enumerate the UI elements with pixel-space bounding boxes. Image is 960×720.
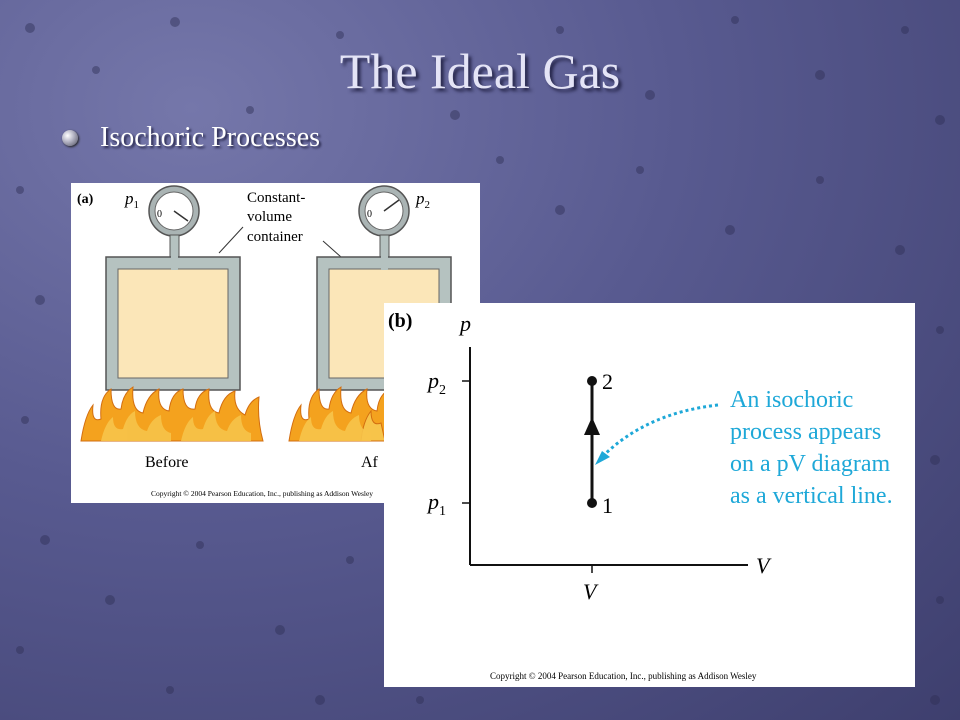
figure-a-panel-label: (a) bbox=[77, 192, 94, 207]
figure-a-copyright: Copyright © 2004 Pearson Education, Inc.… bbox=[151, 489, 373, 498]
svg-text:process appears: process appears bbox=[730, 419, 881, 445]
annotation-text: An isochoric process appears on a pV dia… bbox=[730, 387, 893, 509]
svg-text:An isochoric: An isochoric bbox=[730, 387, 853, 413]
tick-label-p1: p1 bbox=[426, 489, 446, 519]
figure-b-pv-diagram: (b) p V p2 p1 V 2 1 An is bbox=[384, 303, 915, 687]
svg-text:0: 0 bbox=[157, 209, 162, 220]
bullet-text: Isochoric Processes bbox=[100, 122, 321, 153]
annotation-arrow bbox=[600, 403, 719, 459]
state-point-2 bbox=[587, 376, 597, 386]
figure-b-panel-label: (b) bbox=[388, 310, 412, 332]
container-label-line-1: Constant- bbox=[247, 190, 305, 206]
tick-label-p2: p2 bbox=[426, 368, 446, 398]
y-axis-label: p bbox=[458, 311, 471, 336]
pv-diagram: (b) p V p2 p1 V 2 1 An is bbox=[388, 310, 893, 681]
svg-text:0: 0 bbox=[367, 209, 372, 220]
slide-title: The Ideal Gas bbox=[339, 43, 621, 99]
state-point-1 bbox=[587, 498, 597, 508]
arrow-up-icon bbox=[584, 417, 600, 435]
figure-b-copyright: Copyright © 2004 Pearson Education, Inc.… bbox=[490, 671, 757, 681]
leader-line-right bbox=[322, 240, 342, 258]
container-label-line-2: volume bbox=[247, 209, 292, 225]
container-before: 0 bbox=[105, 185, 241, 391]
tick-label-v: V bbox=[583, 579, 599, 604]
gauge-left-label: p1 bbox=[124, 189, 139, 211]
leader-line-left bbox=[218, 226, 244, 254]
container-label-line-3: container bbox=[247, 229, 303, 245]
gauge-right-label: p2 bbox=[415, 189, 430, 211]
x-axis-label: V bbox=[756, 553, 772, 578]
annotation-arrowhead-icon bbox=[595, 451, 610, 465]
point-2-label: 2 bbox=[602, 369, 613, 394]
svg-text:on a pV diagram: on a pV diagram bbox=[730, 451, 891, 477]
svg-text:as a vertical line.: as a vertical line. bbox=[730, 483, 893, 509]
bullet-sphere-icon bbox=[62, 130, 78, 146]
point-1-label: 1 bbox=[602, 493, 613, 518]
caption-before: Before bbox=[145, 454, 189, 471]
caption-after: Af bbox=[361, 454, 379, 471]
bullet-item: Isochoric Processes bbox=[62, 122, 320, 154]
